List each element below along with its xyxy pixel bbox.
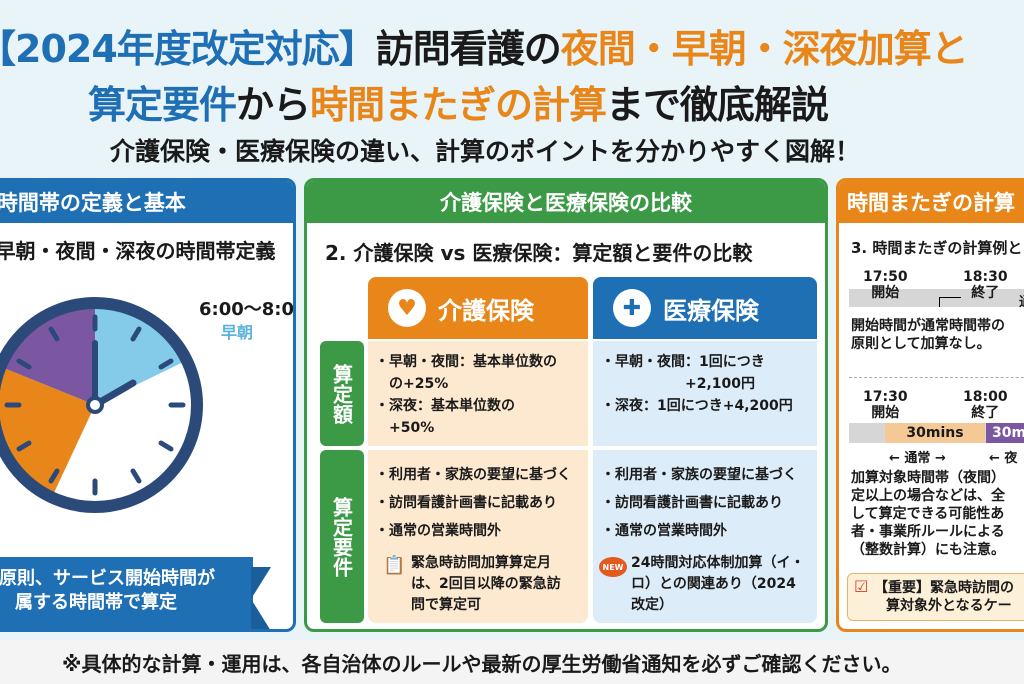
title-line-2: 算定要件から時間またぎの計算まで徹底解説 — [88, 83, 829, 127]
new-badge: NEW — [599, 557, 627, 577]
clock-icon — [0, 297, 203, 513]
divider — [849, 377, 1024, 378]
ex2-text: 加算対象時間帯（夜間）定以上の場合などは、全して算定できる可能性あ者・事業所ルー… — [851, 470, 1005, 558]
kaigo-requirements: ・利用者・家族の要望に基づく・訪問看護計画書に記載あり・通常の営業時間外 — [375, 467, 571, 539]
iryo-amount-cell — [593, 341, 817, 446]
normal-range-arrow: ← 通常 → — [889, 451, 946, 466]
panel-subtitle: 3. 時間またぎの計算例と — [851, 239, 1023, 257]
panel-subtitle: 2. 介護保険 vs 医療保険：算定額と要件の比較 — [325, 241, 753, 265]
important-note: ☑【重要】緊急時訪問の算対象外となるケー — [847, 573, 1024, 621]
timeline-bar-1 — [849, 289, 1024, 307]
iryo-amount: ・早朝・夜間：1回につき +2,100円・深夜：1回につき+4,200円 — [601, 354, 793, 414]
time-name-label: 早朝 — [221, 323, 254, 342]
row-label-requirements: 算定要件 — [320, 450, 364, 623]
footer-note: ※具体的な計算・運用は、各自治体のルールや最新の厚生労働省通知を必ずご確認くださ… — [62, 652, 902, 676]
ex1-tail: 通 — [1019, 291, 1024, 310]
clipboard-icon: 📋 — [383, 555, 406, 576]
rule-ribbon: 原則、サービス開始時間が属する時間帯で算定 — [0, 557, 253, 629]
time-definition-panel: 1. 時間帯の定義と基本 1. 早朝・夜間・深夜の時間帯定義 6:00〜8:00… — [0, 178, 296, 632]
subtitle: 介護保険・医療保険の違い、計算のポイントを分かりやすく図解！ — [110, 137, 861, 166]
time-range-label: 6:00〜8:00 — [199, 299, 296, 320]
checkbox-icon: ☑ — [854, 577, 869, 596]
heart-hands-icon: ♥ — [388, 289, 426, 327]
ex1-text: 開始時間が通常時間帯の原則として加算なし。 — [851, 318, 1005, 352]
iryo-req-cell — [593, 450, 817, 623]
panel-title: 介護保険と医療保険の比較 — [307, 181, 825, 223]
segment-night: 30m — [986, 423, 1024, 443]
kaigo-note: 緊急時訪問加算算定月は、2回目以降の緊急訪問で算定可 — [411, 555, 561, 613]
comparison-panel: 介護保険と医療保険の比較 2. 介護保険 vs 医療保険：算定額と要件の比較 ♥… — [304, 178, 828, 632]
panel-subtitle: 1. 早朝・夜間・深夜の時間帯定義 — [0, 239, 276, 263]
segment-normal: 30mins — [885, 423, 985, 443]
panel-title: 1. 時間帯の定義と基本 — [0, 181, 293, 223]
kaigo-amount: ・早朝・夜間：基本単位数の の+25%・深夜：基本単位数の +50% — [375, 354, 557, 436]
row-label-amount: 算定額 — [320, 341, 364, 446]
kaigo-header: ♥介護保険 — [368, 277, 588, 339]
kaigo-req-cell — [368, 450, 588, 623]
arrow-icon — [939, 297, 961, 307]
night-range-arrow: ← 夜 — [989, 451, 1018, 466]
iryo-header: ✚医療保険 — [593, 277, 817, 339]
panel-title: 時間またぎの計算 — [839, 181, 1024, 223]
ribbon-tail — [251, 567, 271, 629]
iryo-requirements: ・利用者・家族の要望に基づく・訪問看護計画書に記載あり・通常の営業時間外 — [601, 467, 797, 539]
medical-kit-icon: ✚ — [613, 289, 651, 327]
title-line-1: 【2024年度改定対応】訪問看護の夜間・早朝・深夜加算と — [0, 27, 969, 71]
kaigo-amount-cell — [368, 341, 588, 446]
